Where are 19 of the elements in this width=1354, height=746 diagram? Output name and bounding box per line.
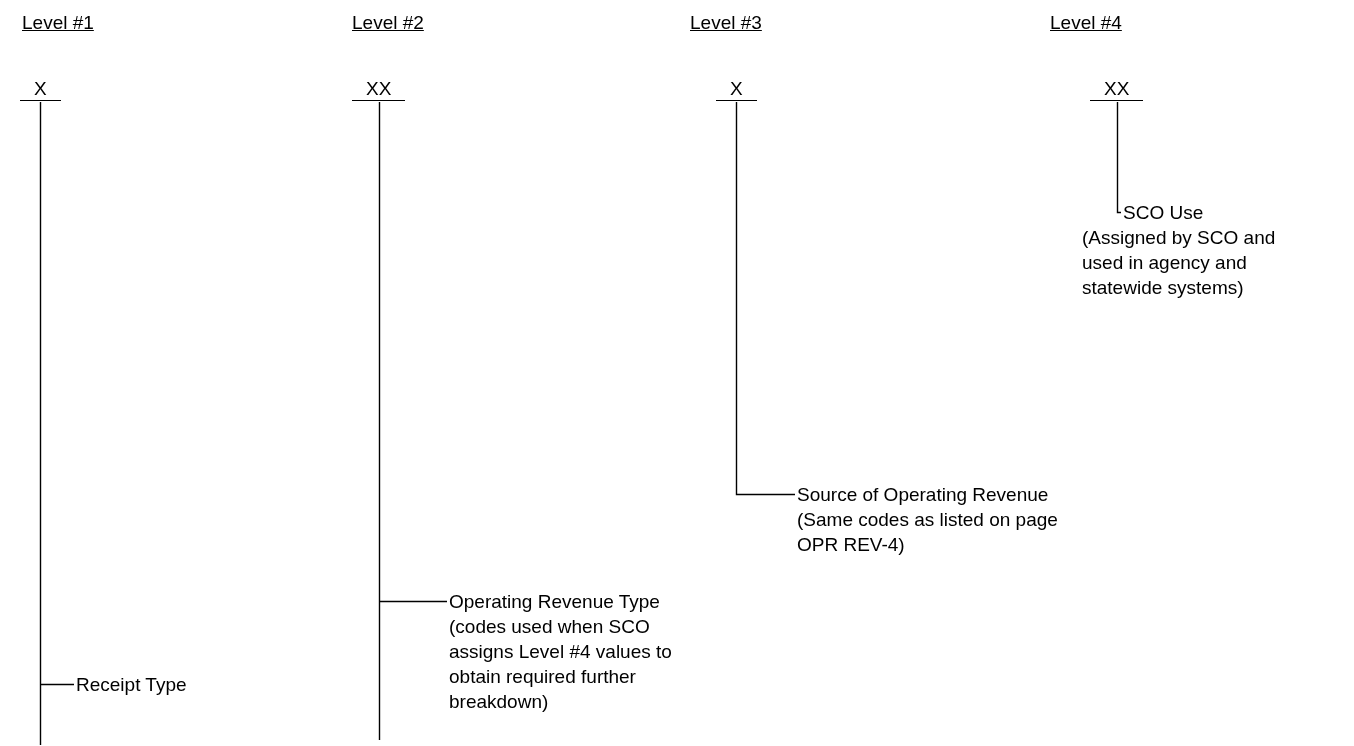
leader-line [378,101,448,741]
level-heading: Level #4 [1050,12,1122,34]
fill-in-line: X [716,78,757,101]
level-heading: Level #3 [690,12,762,34]
leader-line [39,101,75,746]
fill-in-line: XX [1090,78,1144,101]
fill-in-line: XX [352,78,406,101]
field-name: Operating Revenue Type [449,590,660,614]
field-description: (Same codes as listed on page OPR REV-4) [797,508,1059,557]
field-name: Receipt Type [76,673,187,697]
field-description: (Assigned by SCO and used in agency and statewide systems) [1082,226,1277,300]
fill-in-line: X [20,78,61,101]
leader-line [1116,101,1122,214]
leader-line [735,101,796,496]
level-heading: Level #2 [352,12,424,34]
field-description: (codes used when SCO assigns Level #4 values to obtain required further breakdown) [449,615,673,714]
level-heading: Level #1 [22,12,94,34]
field-name: SCO Use [1122,201,1204,225]
field-name: Source of Operating Revenue [797,483,1049,507]
